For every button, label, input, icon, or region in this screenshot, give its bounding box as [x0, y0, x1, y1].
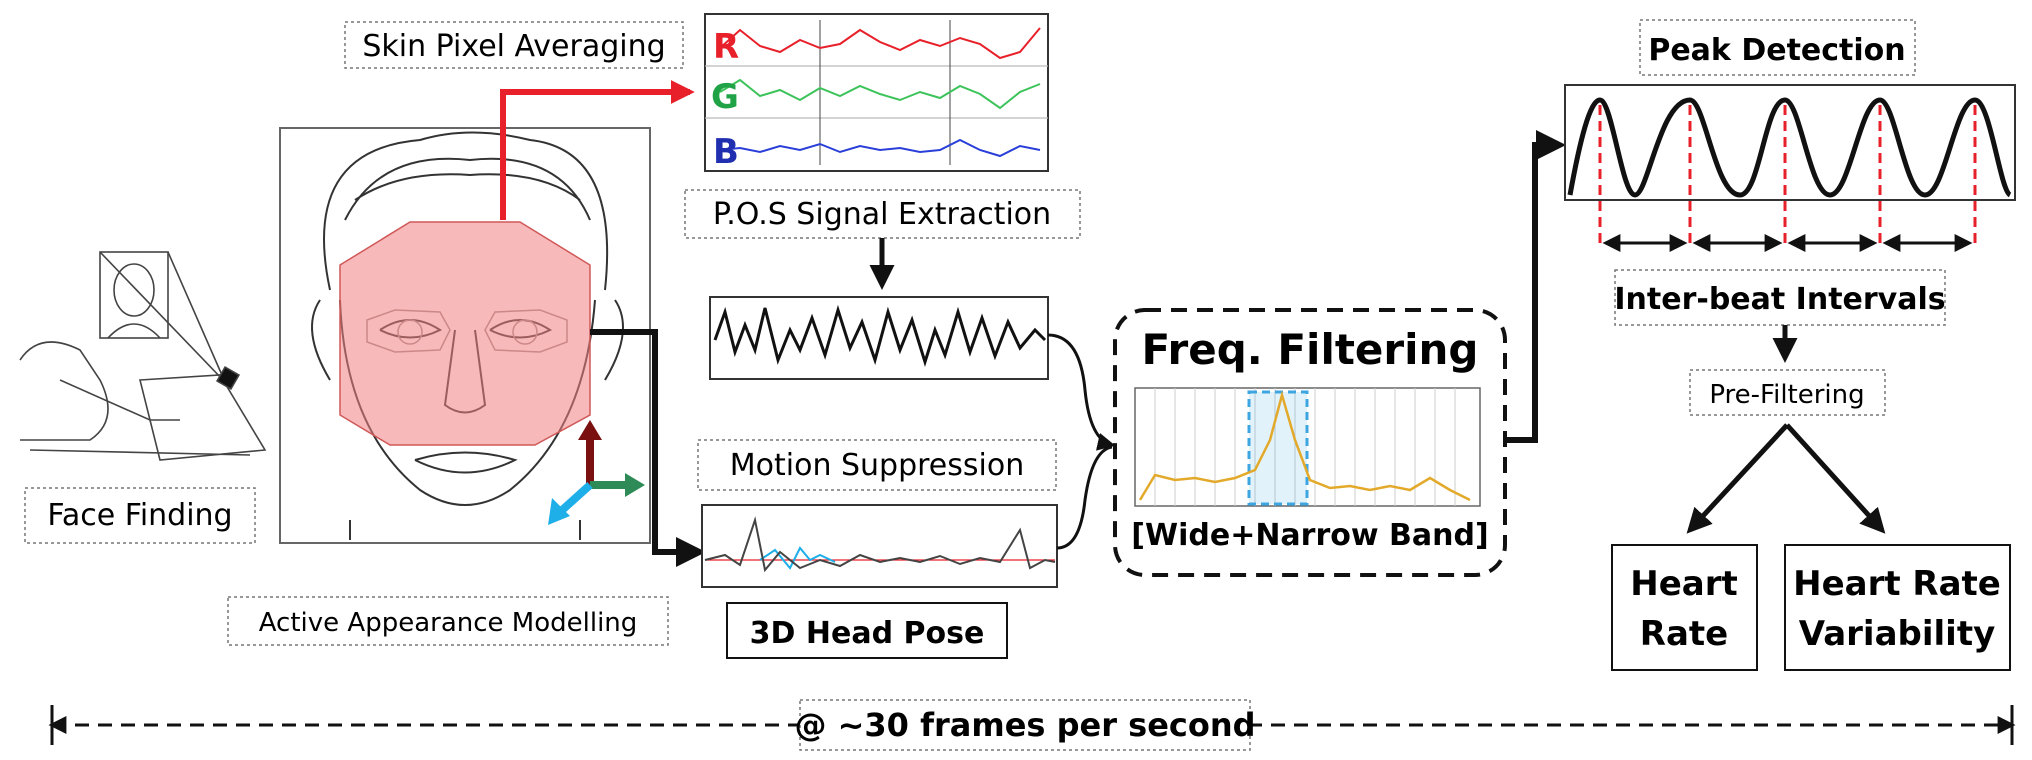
hrv-line1: Heart Rate	[1793, 564, 2001, 604]
freq-filter-title: Freq. Filtering	[1142, 325, 1479, 374]
pos-to-filter-arrow	[1047, 333, 1116, 451]
pos-signal-panel	[709, 296, 1049, 380]
band-label: [Wide+Narrow Band]	[1131, 518, 1488, 553]
heart-rate-line1: Heart	[1630, 564, 1737, 604]
aam-label: Active Appearance Modelling	[259, 608, 638, 638]
to-heart-rate-arrow	[1686, 423, 1789, 534]
channel-g-label: G	[711, 77, 739, 117]
head-pose-label: 3D Head Pose	[750, 616, 985, 651]
frame-rate-label: @ ~30 frames per second	[794, 706, 1255, 744]
heart-rate-box	[1611, 544, 1758, 671]
rgb-traces-panel	[704, 13, 1049, 172]
aam-label-box	[227, 596, 669, 646]
hrv-line2: Variability	[1799, 614, 1995, 654]
face-finding-label-box	[24, 487, 256, 544]
prefilter-label: Pre-Filtering	[1709, 380, 1864, 410]
filter-to-peak-arrow	[1505, 130, 1566, 443]
laptop-user-icon	[19, 251, 267, 461]
ibi-label: Inter-beat Intervals	[1614, 282, 1945, 317]
motion-label: Motion Suppression	[730, 448, 1024, 483]
peak-label: Peak Detection	[1648, 33, 1905, 68]
peak-label-box	[1639, 19, 1916, 76]
motion-label-box	[697, 439, 1057, 491]
heart-rate-line2: Rate	[1640, 614, 1728, 654]
ibi-label-box	[1614, 269, 1946, 326]
face-drawing-icon	[279, 127, 651, 544]
skin-to-rgb-arrow	[500, 80, 695, 220]
skin-pixel-label: Skin Pixel Averaging	[362, 29, 665, 64]
face-finding-label: Face Finding	[47, 498, 232, 533]
channel-b-label: B	[713, 132, 739, 172]
frame-rate-label-box	[799, 699, 1251, 751]
head-pose-axes-icon	[548, 420, 645, 525]
face-to-headpose-arrow	[590, 329, 706, 567]
pos-label: P.O.S Signal Extraction	[713, 197, 1051, 232]
peak-detection-panel	[1564, 84, 2016, 252]
prefilter-label-box	[1689, 369, 1886, 416]
pos-label-box	[684, 189, 1081, 239]
spectrum-panel	[1134, 387, 1481, 507]
channel-r-label: R	[713, 27, 739, 67]
hrv-box	[1784, 544, 2011, 671]
headpose-to-filter-arrow	[1056, 445, 1113, 550]
skin-pixel-label-box	[344, 21, 684, 69]
to-hrv-arrow	[1785, 423, 1886, 534]
head-pose-signal-panel	[701, 504, 1058, 588]
head-pose-label-box	[726, 602, 1008, 659]
